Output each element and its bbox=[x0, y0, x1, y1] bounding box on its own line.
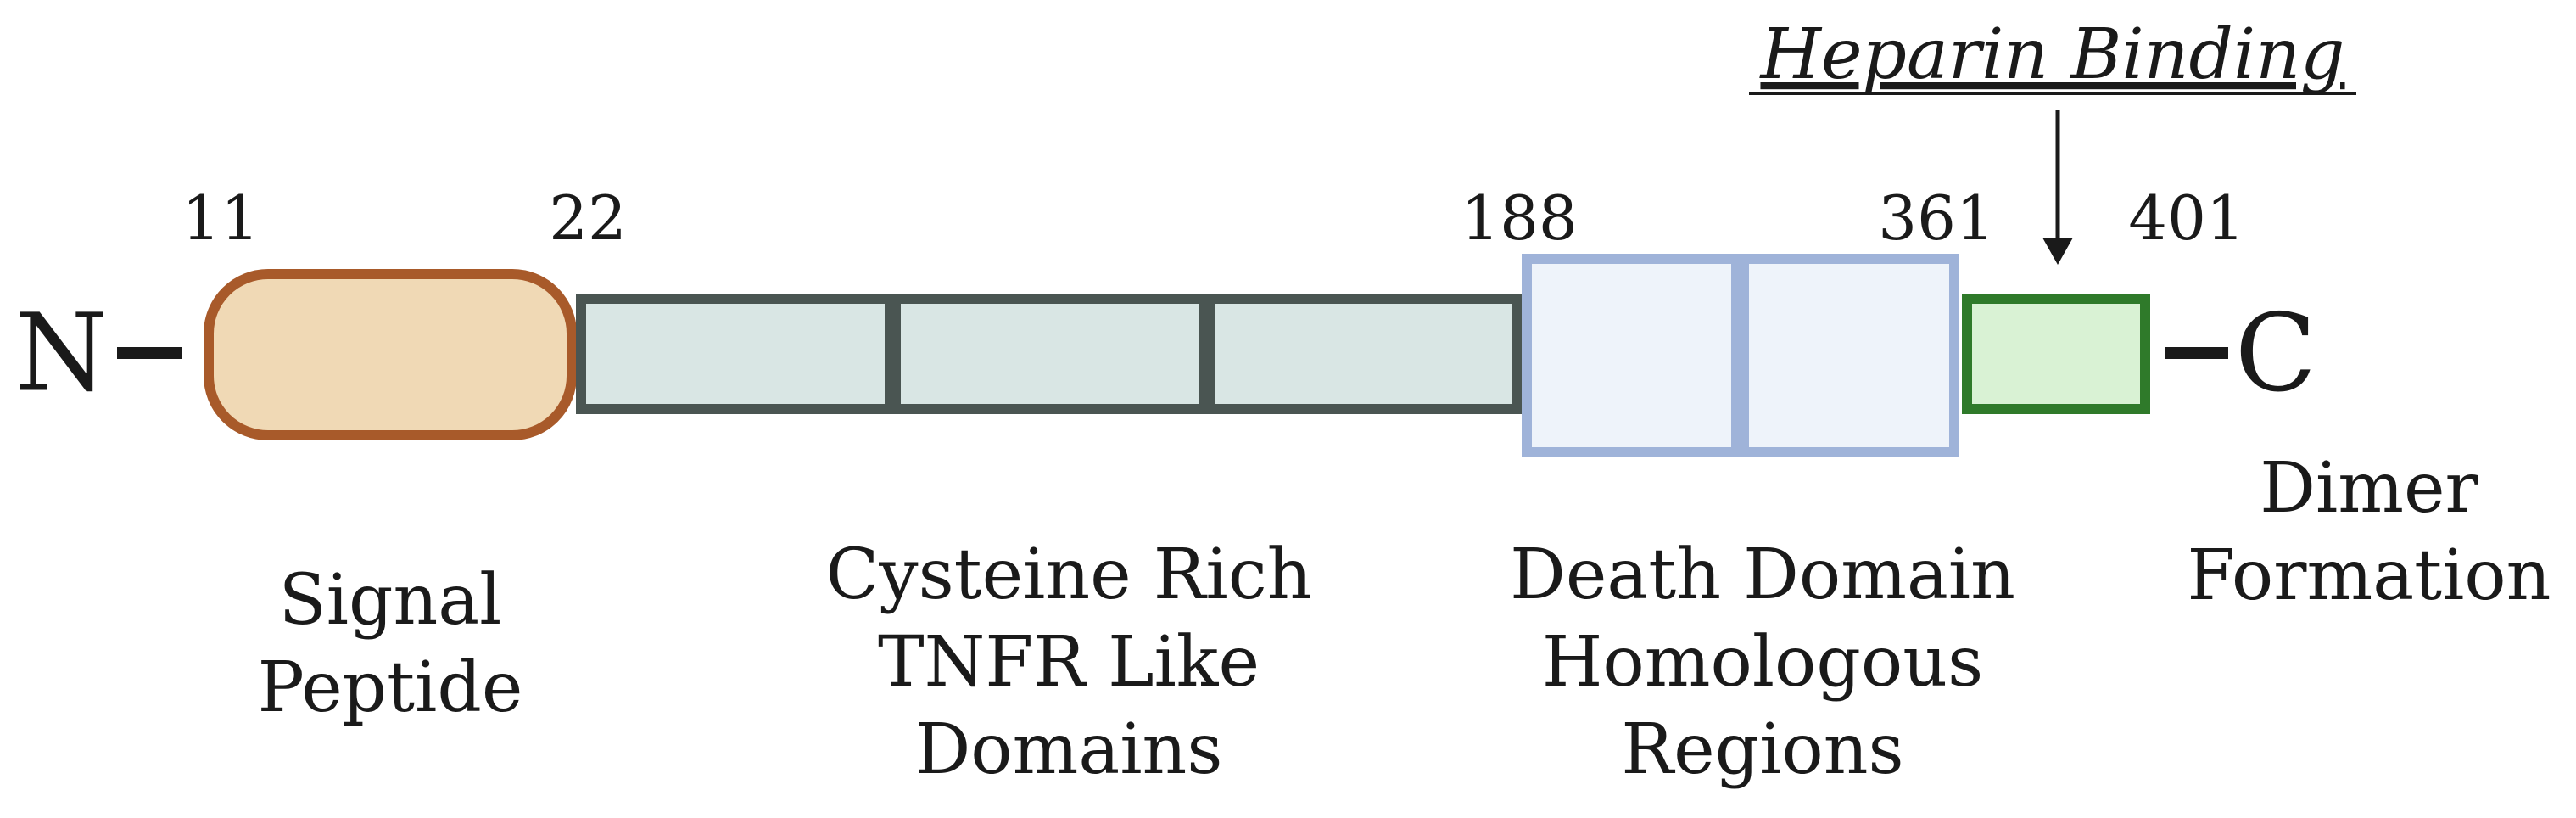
signal-peptide-label-line-2: Peptide bbox=[258, 647, 523, 728]
signal-peptide-domain bbox=[204, 269, 577, 440]
dimer-label-line-2: Formation bbox=[2188, 535, 2551, 616]
position-11: 11 bbox=[182, 182, 260, 254]
crd-domain-1 bbox=[576, 294, 895, 414]
n-terminus-label: N bbox=[14, 291, 108, 416]
cysteine-label-line-3: Domains bbox=[915, 709, 1223, 790]
death-domain-label-line-3: Regions bbox=[1621, 709, 1903, 790]
position-361: 361 bbox=[1878, 182, 1994, 254]
cysteine-label-line-2: TNFR Like bbox=[878, 622, 1260, 703]
signal-peptide-label-line-1: Signal bbox=[279, 560, 502, 641]
heparin-arrow-head bbox=[2042, 238, 2073, 265]
crd-domain-3 bbox=[1205, 294, 1523, 414]
crd-domain-2 bbox=[891, 294, 1210, 414]
death-domain-region-1 bbox=[1522, 254, 1741, 457]
dimer-label-line-1: Dimer bbox=[2260, 448, 2478, 529]
dimer-formation-domain bbox=[1962, 294, 2150, 414]
heparin-binding-label: Heparin Binding bbox=[1758, 14, 2344, 95]
position-22: 22 bbox=[549, 182, 627, 254]
cysteine-label-line-1: Cysteine Rich bbox=[826, 535, 1312, 615]
position-188: 188 bbox=[1461, 182, 1577, 254]
position-401: 401 bbox=[2128, 182, 2244, 254]
death-domain-label-line-1: Death Domain bbox=[1510, 535, 2015, 615]
c-terminus-label: C bbox=[2235, 291, 2316, 416]
death-domain-region-2 bbox=[1739, 254, 1959, 457]
death-domain-label-line-2: Homologous bbox=[1542, 622, 1983, 703]
